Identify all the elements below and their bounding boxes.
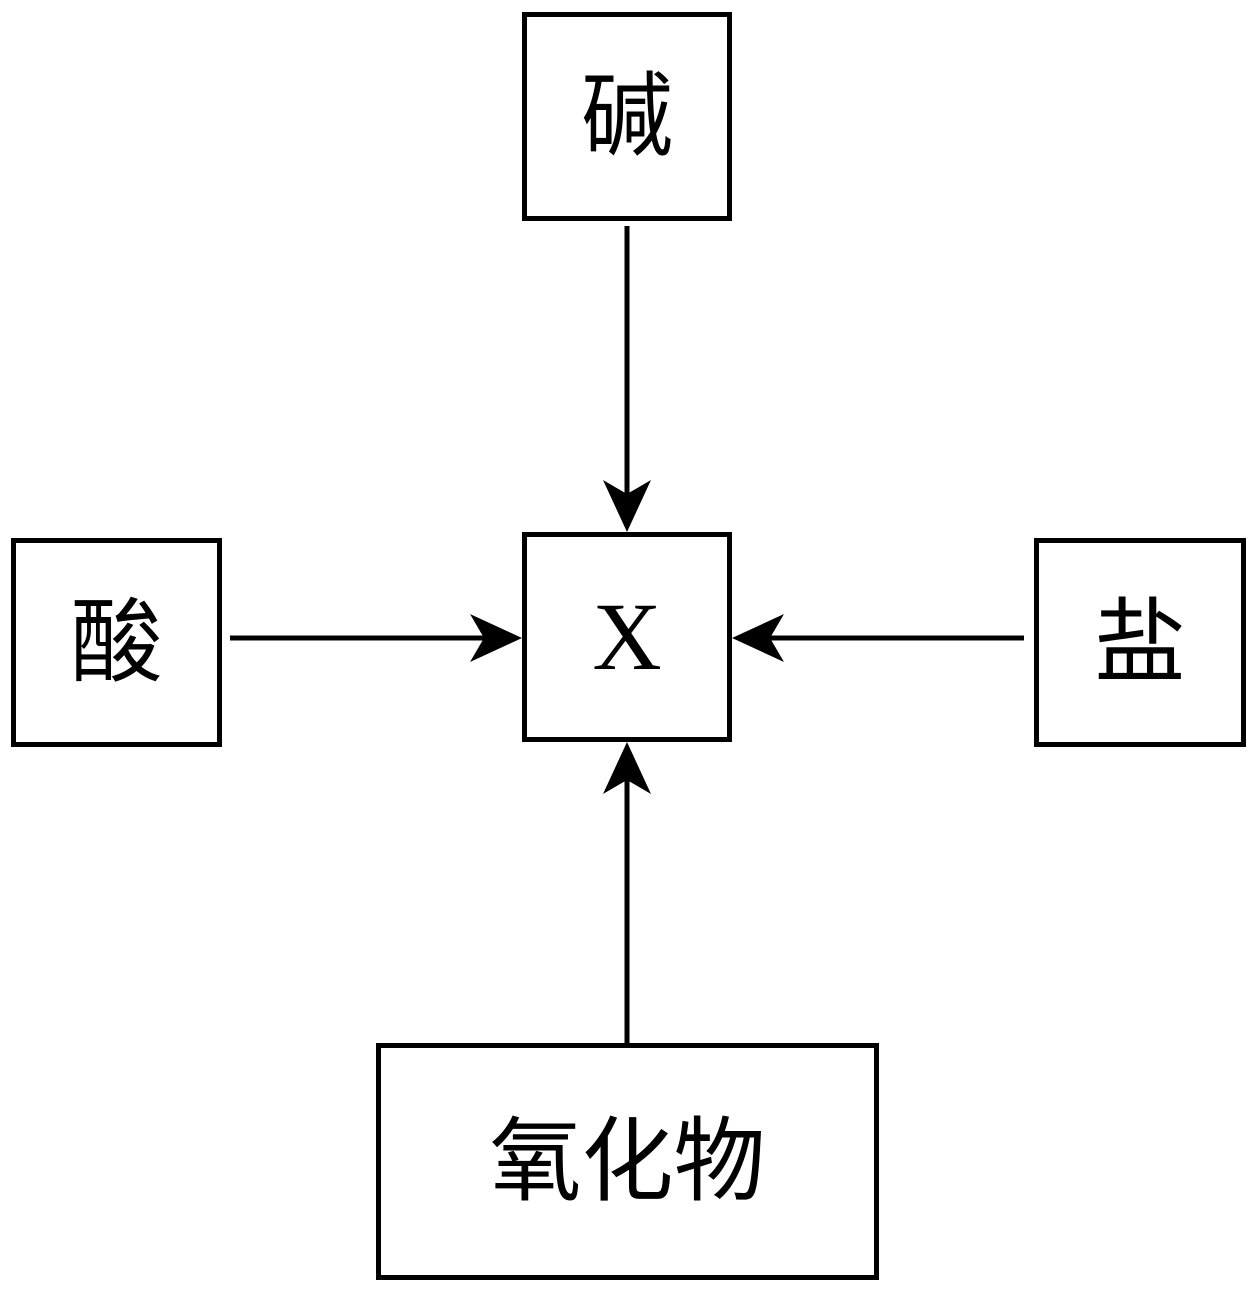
node-acid-label: 酸 <box>70 588 163 696</box>
edge-oxide-to-center <box>603 742 651 1050</box>
node-acid: 酸 <box>11 538 222 747</box>
node-oxide-label: 氧化物 <box>489 1107 766 1215</box>
node-base-label: 碱 <box>580 62 673 170</box>
edge-acid-to-center <box>230 614 522 662</box>
node-center: X <box>522 532 732 742</box>
edge-base-to-center <box>603 226 651 532</box>
node-center-label: X <box>592 583 662 690</box>
node-salt-label: 盐 <box>1093 588 1186 696</box>
node-oxide: 氧化物 <box>376 1043 879 1280</box>
edge-salt-to-center <box>732 614 1024 662</box>
node-salt: 盐 <box>1034 538 1246 747</box>
node-base: 碱 <box>522 12 732 221</box>
